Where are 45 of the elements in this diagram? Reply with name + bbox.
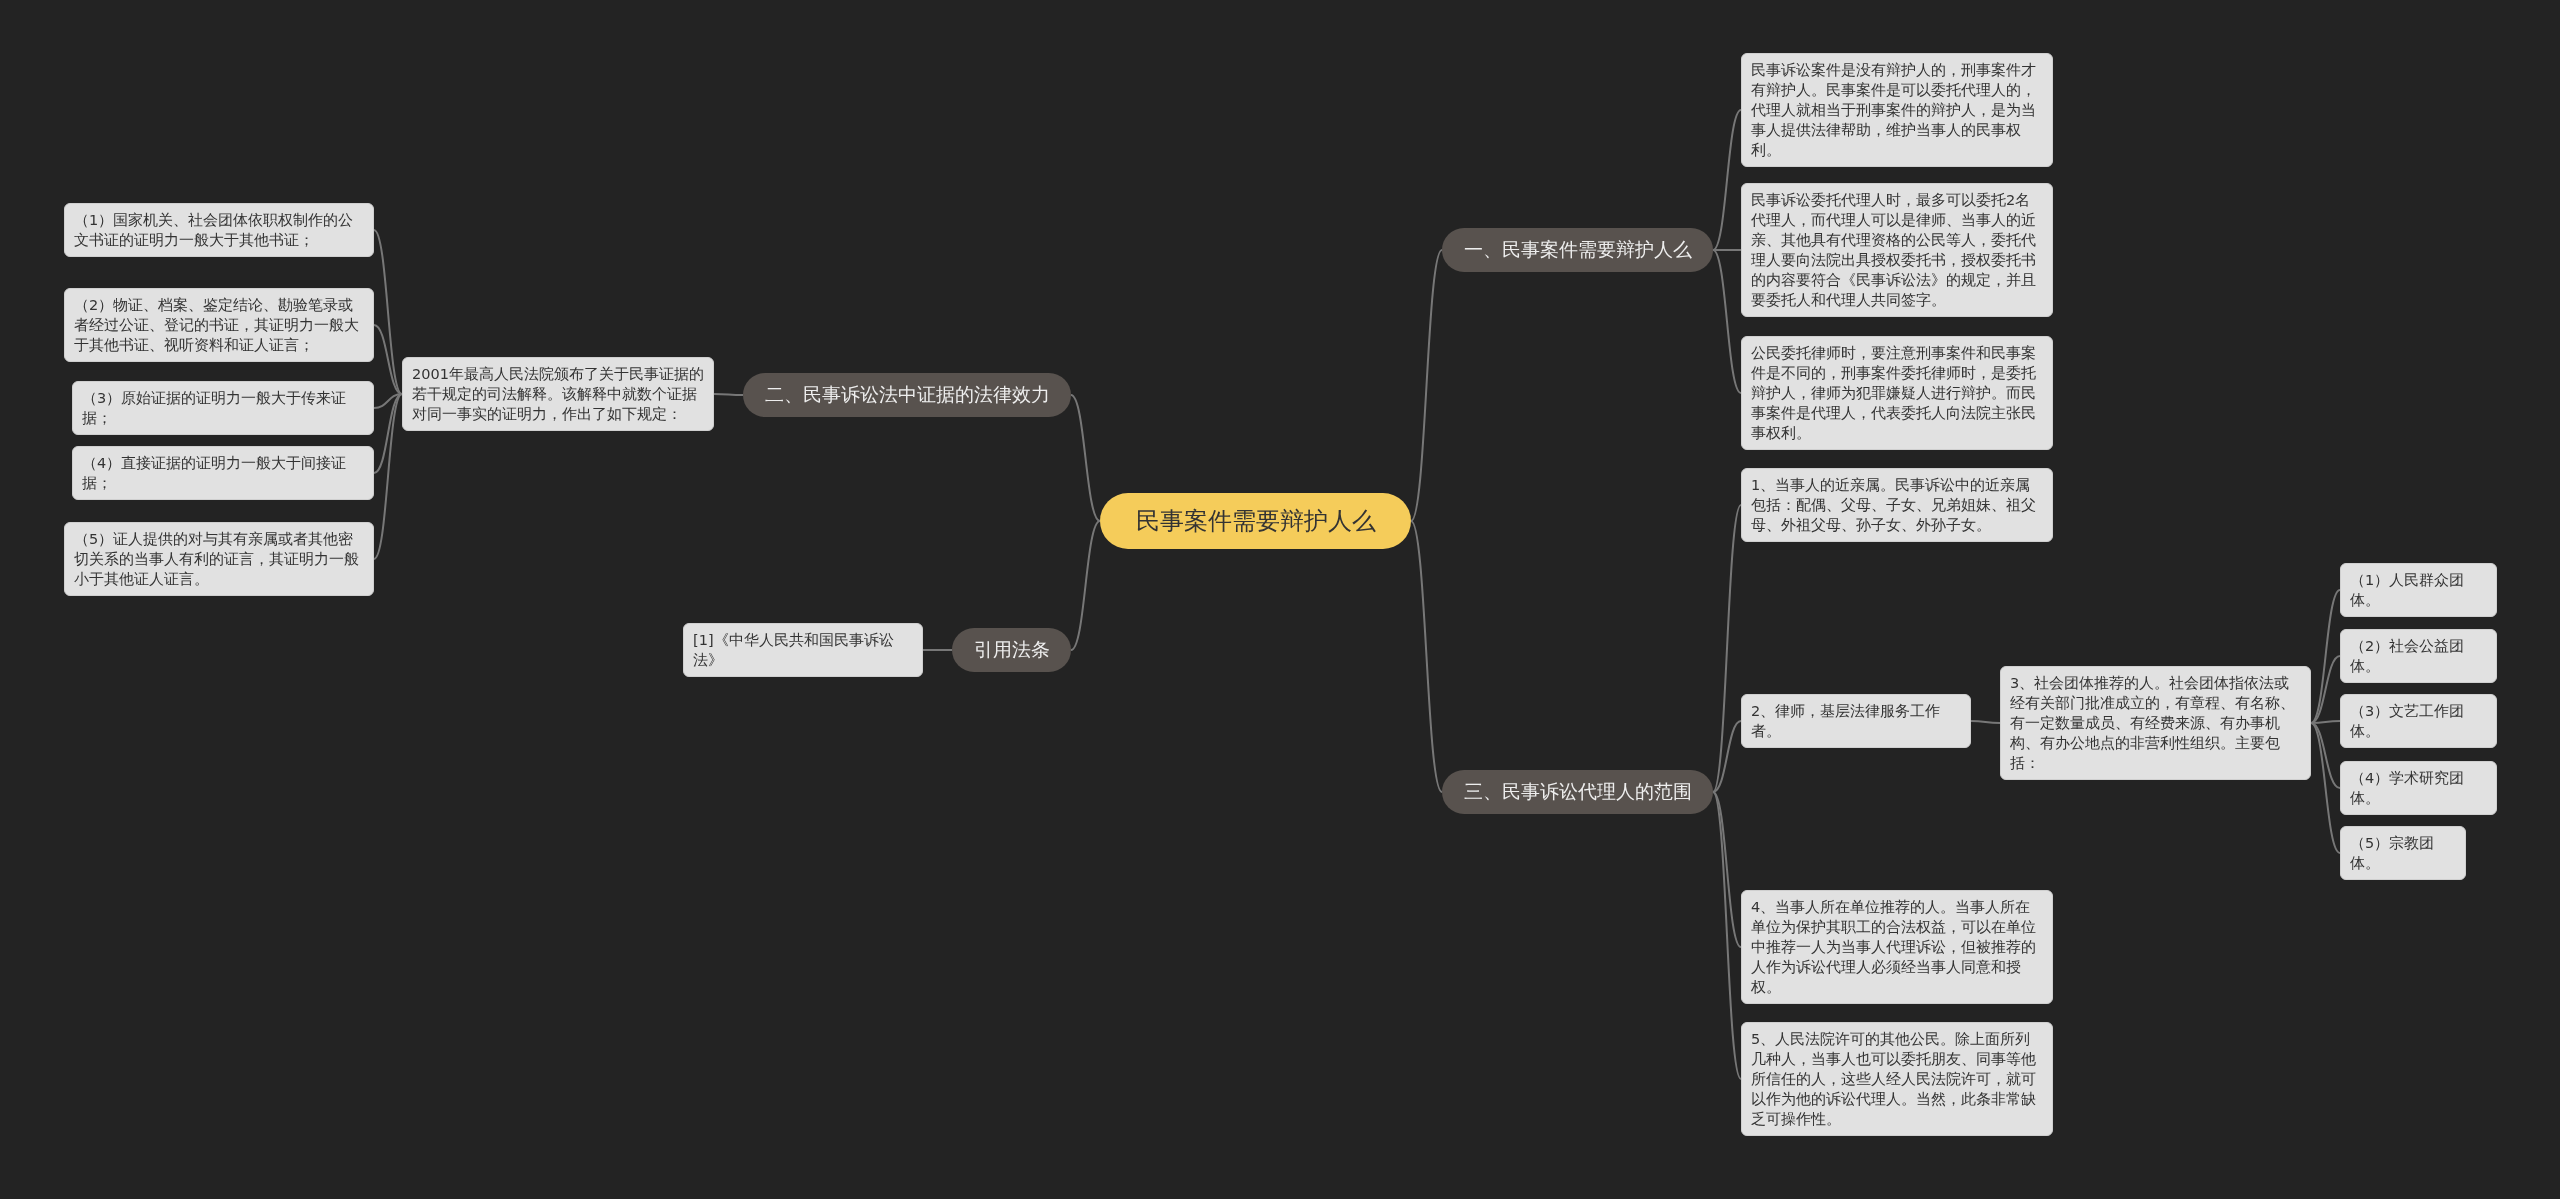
connector-line	[1712, 791, 1742, 1080]
connector-line	[1410, 520, 1443, 793]
central-topic: 民事案件需要辩护人么	[1100, 493, 1411, 549]
note-card: 民事诉讼委托代理人时，最多可以委托2名代理人，而代理人可以是律师、当事人的近亲、其他具有代理资格的公民等人，委托代理人要向法院出具授权委托书，授权委托书的内容要符合《民事诉讼法》的规定，并且要委托人和代理人共同签字。	[1741, 183, 2053, 317]
connector-line	[1712, 504, 1742, 793]
connector-line	[1712, 249, 1742, 394]
branch-topic: 一、民事案件需要辩护人么	[1442, 228, 1713, 272]
note-card: 2001年最高人民法院颁布了关于民事证据的若干规定的司法解释。该解释中就数个证据对同一事实的证明力，作出了如下规定：	[402, 357, 714, 431]
note-card: [1]《中华人民共和国民事诉讼法》	[683, 623, 923, 677]
connector-line	[1070, 394, 1101, 522]
note-card: （3）原始证据的证明力一般大于传来证据；	[72, 381, 374, 435]
note-card: 4、当事人所在单位推荐的人。当事人所在单位为保护其职工的合法权益，可以在单位中推荐一人为当事人代理诉讼，但被推荐的人作为诉讼代理人必须经当事人同意和授权。	[1741, 890, 2053, 1004]
connector-line	[373, 393, 403, 560]
note-card: （2）社会公益团体。	[2340, 629, 2497, 683]
connector-line	[2310, 655, 2341, 724]
note-card: （5）证人提供的对与其有亲属或者其他密切关系的当事人有利的证言，其证明力一般小于其他证人证言。	[64, 522, 374, 596]
connector-line	[1970, 720, 2001, 724]
note-card: （5）宗教团体。	[2340, 826, 2466, 880]
connector-line	[2310, 722, 2341, 854]
connector-line	[1712, 791, 1742, 948]
note-card: 1、当事人的近亲属。民事诉讼中的近亲属包括：配偶、父母、子女、兄弟姐妹、祖父母、外祖父母、孙子女、外孙子女。	[1741, 468, 2053, 542]
note-card: （1）国家机关、社会团体依职权制作的公文书证的证明力一般大于其他书证；	[64, 203, 374, 257]
note-card: 公民委托律师时，要注意刑事案件和民事案件是不同的，刑事案件委托律师时，是委托辩护人，律师为犯罪嫌疑人进行辩护。而民事案件是代理人，代表委托人向法院主张民事权利。	[1741, 336, 2053, 450]
note-card: （4）直接证据的证明力一般大于间接证据；	[72, 446, 374, 500]
connector-line	[1712, 109, 1742, 251]
note-card: （4）学术研究团体。	[2340, 761, 2497, 815]
connector-line	[1712, 249, 1742, 251]
connector-line	[373, 324, 403, 395]
note-card: （1）人民群众团体。	[2340, 563, 2497, 617]
connector-line	[1410, 249, 1443, 522]
branch-topic: 三、民事诉讼代理人的范围	[1442, 770, 1713, 814]
note-card: （2）物证、档案、鉴定结论、勘验笔录或者经过公证、登记的书证，其证明力一般大于其他书证、视听资料和证人证言；	[64, 288, 374, 362]
note-card: 3、社会团体推荐的人。社会团体指依法或经有关部门批准成立的，有章程、有名称、有一定数量成员、有经费来源、有办事机构、有办公地点的非营利性组织。主要包括：	[2000, 666, 2311, 780]
connector-line	[1712, 720, 1742, 793]
connector-line	[713, 393, 744, 396]
branch-topic: 引用法条	[952, 628, 1071, 672]
note-card: （3）文艺工作团体。	[2340, 694, 2497, 748]
connector-line	[2310, 589, 2341, 724]
connector-line	[922, 649, 953, 651]
note-card: 民事诉讼案件是没有辩护人的，刑事案件才有辩护人。民事案件是可以委托代理人的，代理人就相当于刑事案件的辩护人，是为当事人提供法律帮助，维护当事人的民事权利。	[1741, 53, 2053, 167]
connector-line	[1070, 520, 1101, 651]
note-card: 5、人民法院许可的其他公民。除上面所列几种人，当事人也可以委托朋友、同事等他所信任的人，这些人经人民法院许可，就可以作为他的诉讼代理人。当然，此条非常缺乏可操作性。	[1741, 1022, 2053, 1136]
connector-line	[373, 229, 403, 395]
note-card: 2、律师，基层法律服务工作者。	[1741, 694, 1971, 748]
branch-topic: 二、民事诉讼法中证据的法律效力	[743, 373, 1071, 417]
